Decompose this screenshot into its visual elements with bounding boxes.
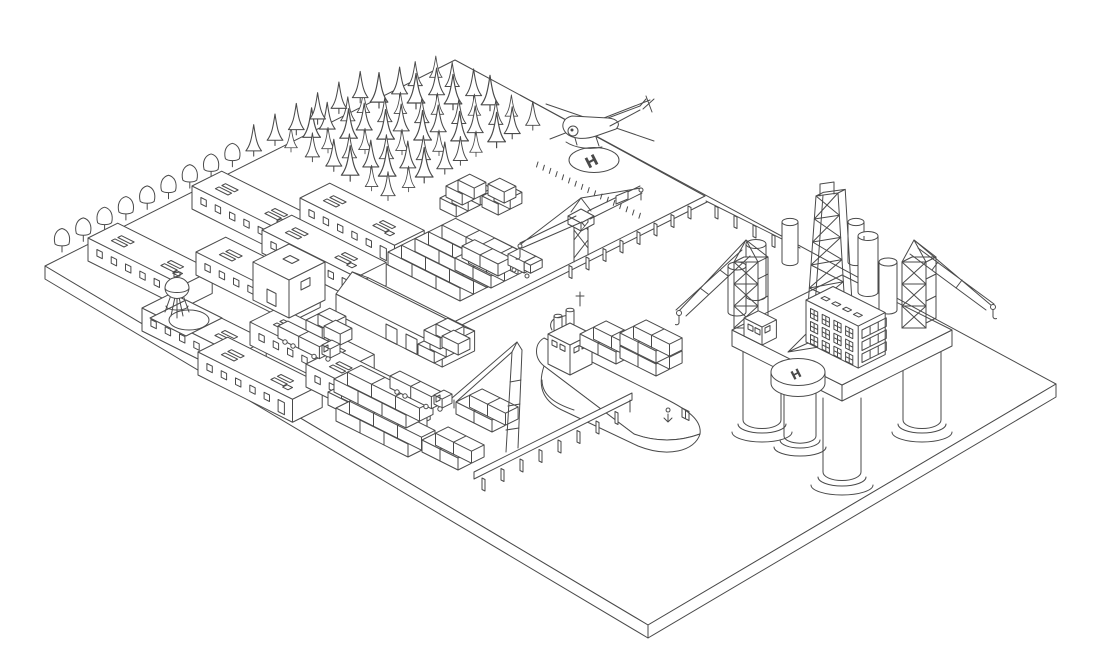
semi-truck	[277, 320, 341, 362]
warehouse-doors	[385, 323, 418, 355]
crane-boom-right	[580, 185, 643, 220]
lower-pier	[473, 392, 633, 492]
bridge-windows	[551, 339, 588, 354]
container-stacks-south	[299, 307, 519, 471]
rig-leg	[902, 345, 942, 430]
container-yard	[387, 173, 543, 302]
oil-rig: H	[675, 181, 997, 496]
hut-windows	[747, 323, 771, 336]
quay-top-edge	[519, 94, 706, 197]
boundary-dashes	[536, 161, 641, 219]
a-crane-boom	[451, 341, 518, 403]
ship-mast	[575, 291, 585, 307]
rig-helipad: H	[770, 358, 826, 397]
water-tower-legs	[164, 294, 190, 319]
helicopter	[545, 95, 655, 149]
tail-rotor-icon	[642, 95, 655, 113]
helipad-circle	[568, 147, 620, 173]
rig-helipad-circle	[770, 358, 826, 386]
barracks-building	[197, 336, 323, 423]
rig-leg	[822, 397, 862, 482]
cargo-ship	[536, 291, 701, 453]
delivery-van	[507, 247, 543, 279]
hull-sheer-line	[541, 379, 575, 411]
land-helipad: H	[568, 147, 620, 173]
counterweight	[615, 190, 629, 205]
water-ripples	[731, 423, 953, 496]
landing-skids	[565, 136, 603, 149]
harbor-crane	[515, 185, 644, 263]
rig-leg	[742, 345, 782, 430]
ship-hull	[540, 365, 701, 453]
crane-boom-left	[519, 197, 583, 249]
bow-door-icon	[681, 407, 690, 421]
accommodation-block	[805, 286, 887, 369]
rig-crane-tower	[901, 239, 937, 329]
water-tower	[149, 271, 223, 337]
semi-truck	[389, 370, 453, 412]
tail-boom	[607, 98, 647, 127]
rig-crane-boom-starboard	[909, 239, 997, 320]
equipment-hut	[743, 310, 777, 346]
board-right-side	[647, 383, 1057, 639]
pier-a-frame-crane	[451, 341, 523, 453]
anchor-icon	[663, 407, 673, 423]
crown-block	[819, 181, 835, 197]
accommodation-windows	[810, 295, 887, 366]
pier-deck	[473, 392, 633, 480]
square-building	[252, 243, 326, 319]
rig-crane-boom-port	[675, 239, 751, 326]
storage-tanks	[727, 217, 898, 317]
